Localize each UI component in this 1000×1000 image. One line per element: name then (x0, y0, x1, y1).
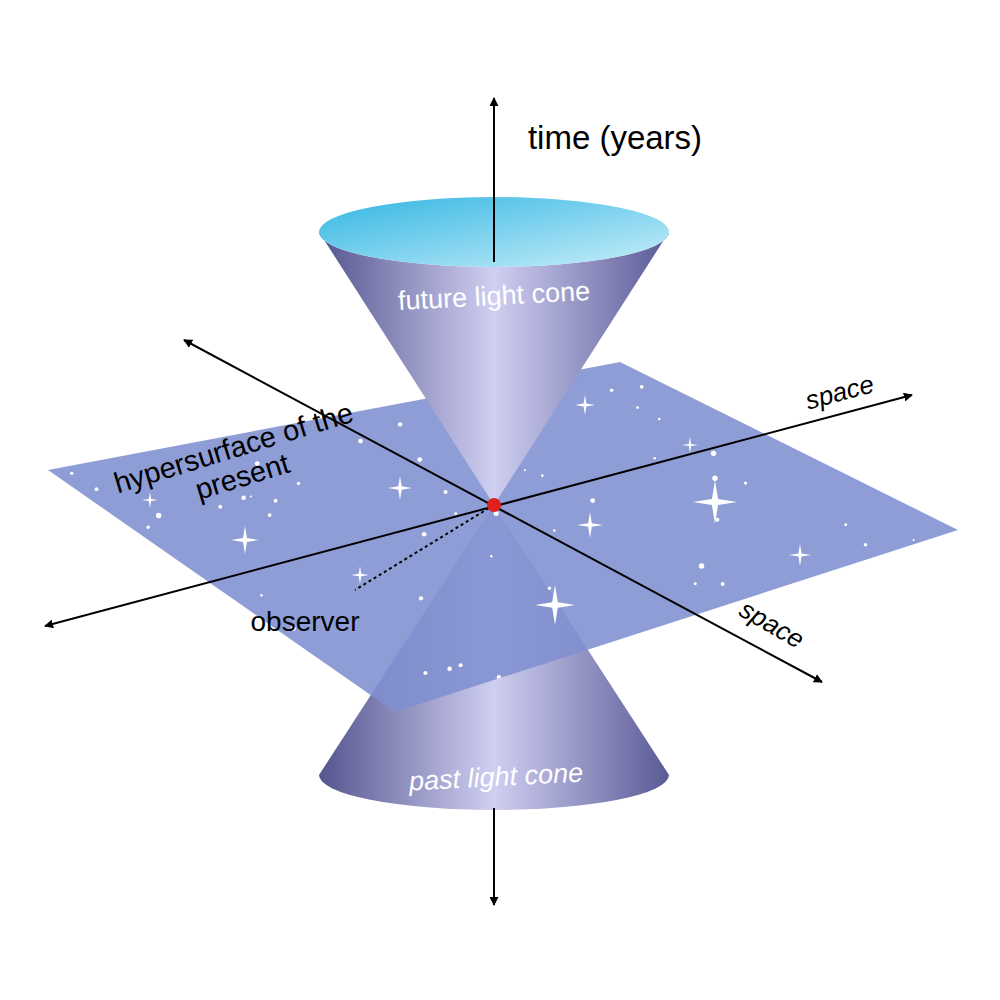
axis-label: space (803, 371, 877, 415)
star-dot (122, 365, 126, 369)
axis-label: space (735, 596, 809, 654)
star-dot (322, 368, 326, 372)
star-dot (156, 672, 160, 676)
star-dot (757, 678, 761, 682)
star-dot (658, 418, 661, 421)
star-dot (274, 499, 278, 503)
future-cone (319, 232, 669, 505)
star-sparkle (351, 566, 369, 584)
star-dot (54, 484, 58, 488)
star-dot (864, 543, 868, 547)
star-dot (358, 439, 363, 444)
star-dot (796, 421, 799, 424)
star-dot (846, 690, 849, 693)
star-dot (123, 383, 126, 386)
star-dot (95, 487, 99, 491)
star-dot (146, 526, 149, 529)
star-dot (423, 671, 427, 675)
star-dot (553, 529, 556, 532)
star-dot (653, 457, 656, 460)
star-dot (541, 474, 544, 477)
star-sparkle (789, 544, 811, 566)
star-dot (120, 683, 123, 686)
star-dot (796, 654, 799, 657)
star-dot (908, 472, 912, 476)
axis-label: time (years) (528, 121, 702, 156)
observer-label: observer (251, 607, 360, 636)
star-dot (460, 696, 465, 701)
star-dot (187, 605, 192, 610)
star-dot (447, 667, 452, 672)
star-dot (919, 682, 924, 687)
star-dot (712, 476, 717, 481)
star-dot (422, 532, 427, 537)
star-dot (162, 612, 167, 617)
star-dot (524, 469, 526, 471)
star-dot (699, 563, 704, 568)
star-dot (936, 515, 939, 518)
time-axis-down (493, 808, 495, 905)
star-dot (398, 422, 402, 426)
star-dot (694, 582, 697, 585)
star-dot (844, 523, 847, 526)
star-dot (940, 589, 943, 592)
star-dot (490, 555, 492, 557)
star-dot (610, 388, 613, 391)
star-dot (218, 505, 222, 509)
star-dot (548, 587, 551, 590)
star-dot (643, 663, 646, 666)
star-sparkle (682, 437, 698, 453)
star-sparkle (388, 476, 412, 500)
time-axis-up (493, 98, 495, 262)
star-dot (796, 418, 798, 420)
star-dot (590, 498, 595, 503)
star-dot (744, 481, 747, 484)
star-sparkle (575, 395, 595, 415)
star-dot (371, 384, 376, 389)
star-sparkle (693, 480, 737, 524)
star-dot (346, 369, 348, 371)
star-dot (715, 518, 719, 522)
star-dot (938, 580, 943, 585)
observer-dot (487, 498, 501, 512)
star-dot (297, 482, 300, 485)
star-dot (711, 451, 716, 456)
star-dot (250, 495, 252, 497)
star-dot (900, 639, 903, 642)
star-dot (721, 582, 725, 586)
star-dot (856, 452, 858, 454)
star-sparkle (577, 512, 603, 538)
star-dot (172, 417, 174, 419)
star-dot (444, 490, 448, 494)
star-dot (454, 512, 457, 515)
star-dot (417, 457, 422, 462)
star-sparkle (535, 585, 575, 625)
star-dot (125, 415, 129, 419)
star-dot (92, 686, 97, 691)
star-dot (119, 666, 123, 670)
star-dot (75, 546, 78, 549)
star-sparkle (231, 526, 259, 554)
star-dot (419, 596, 423, 600)
star-dot (268, 513, 272, 517)
star-dot (865, 568, 868, 571)
star-dot (912, 539, 914, 541)
observer-leader (355, 505, 494, 590)
star-dot (497, 675, 501, 679)
star-dot (636, 406, 639, 409)
star-dot (640, 385, 644, 389)
star-dot (70, 472, 73, 475)
star-dot (191, 680, 195, 684)
star-dot (260, 594, 263, 597)
star-dot (724, 632, 728, 636)
star-dot (126, 432, 128, 434)
star-dot (156, 513, 161, 518)
star-dot (241, 496, 245, 500)
star-dot (459, 663, 463, 667)
